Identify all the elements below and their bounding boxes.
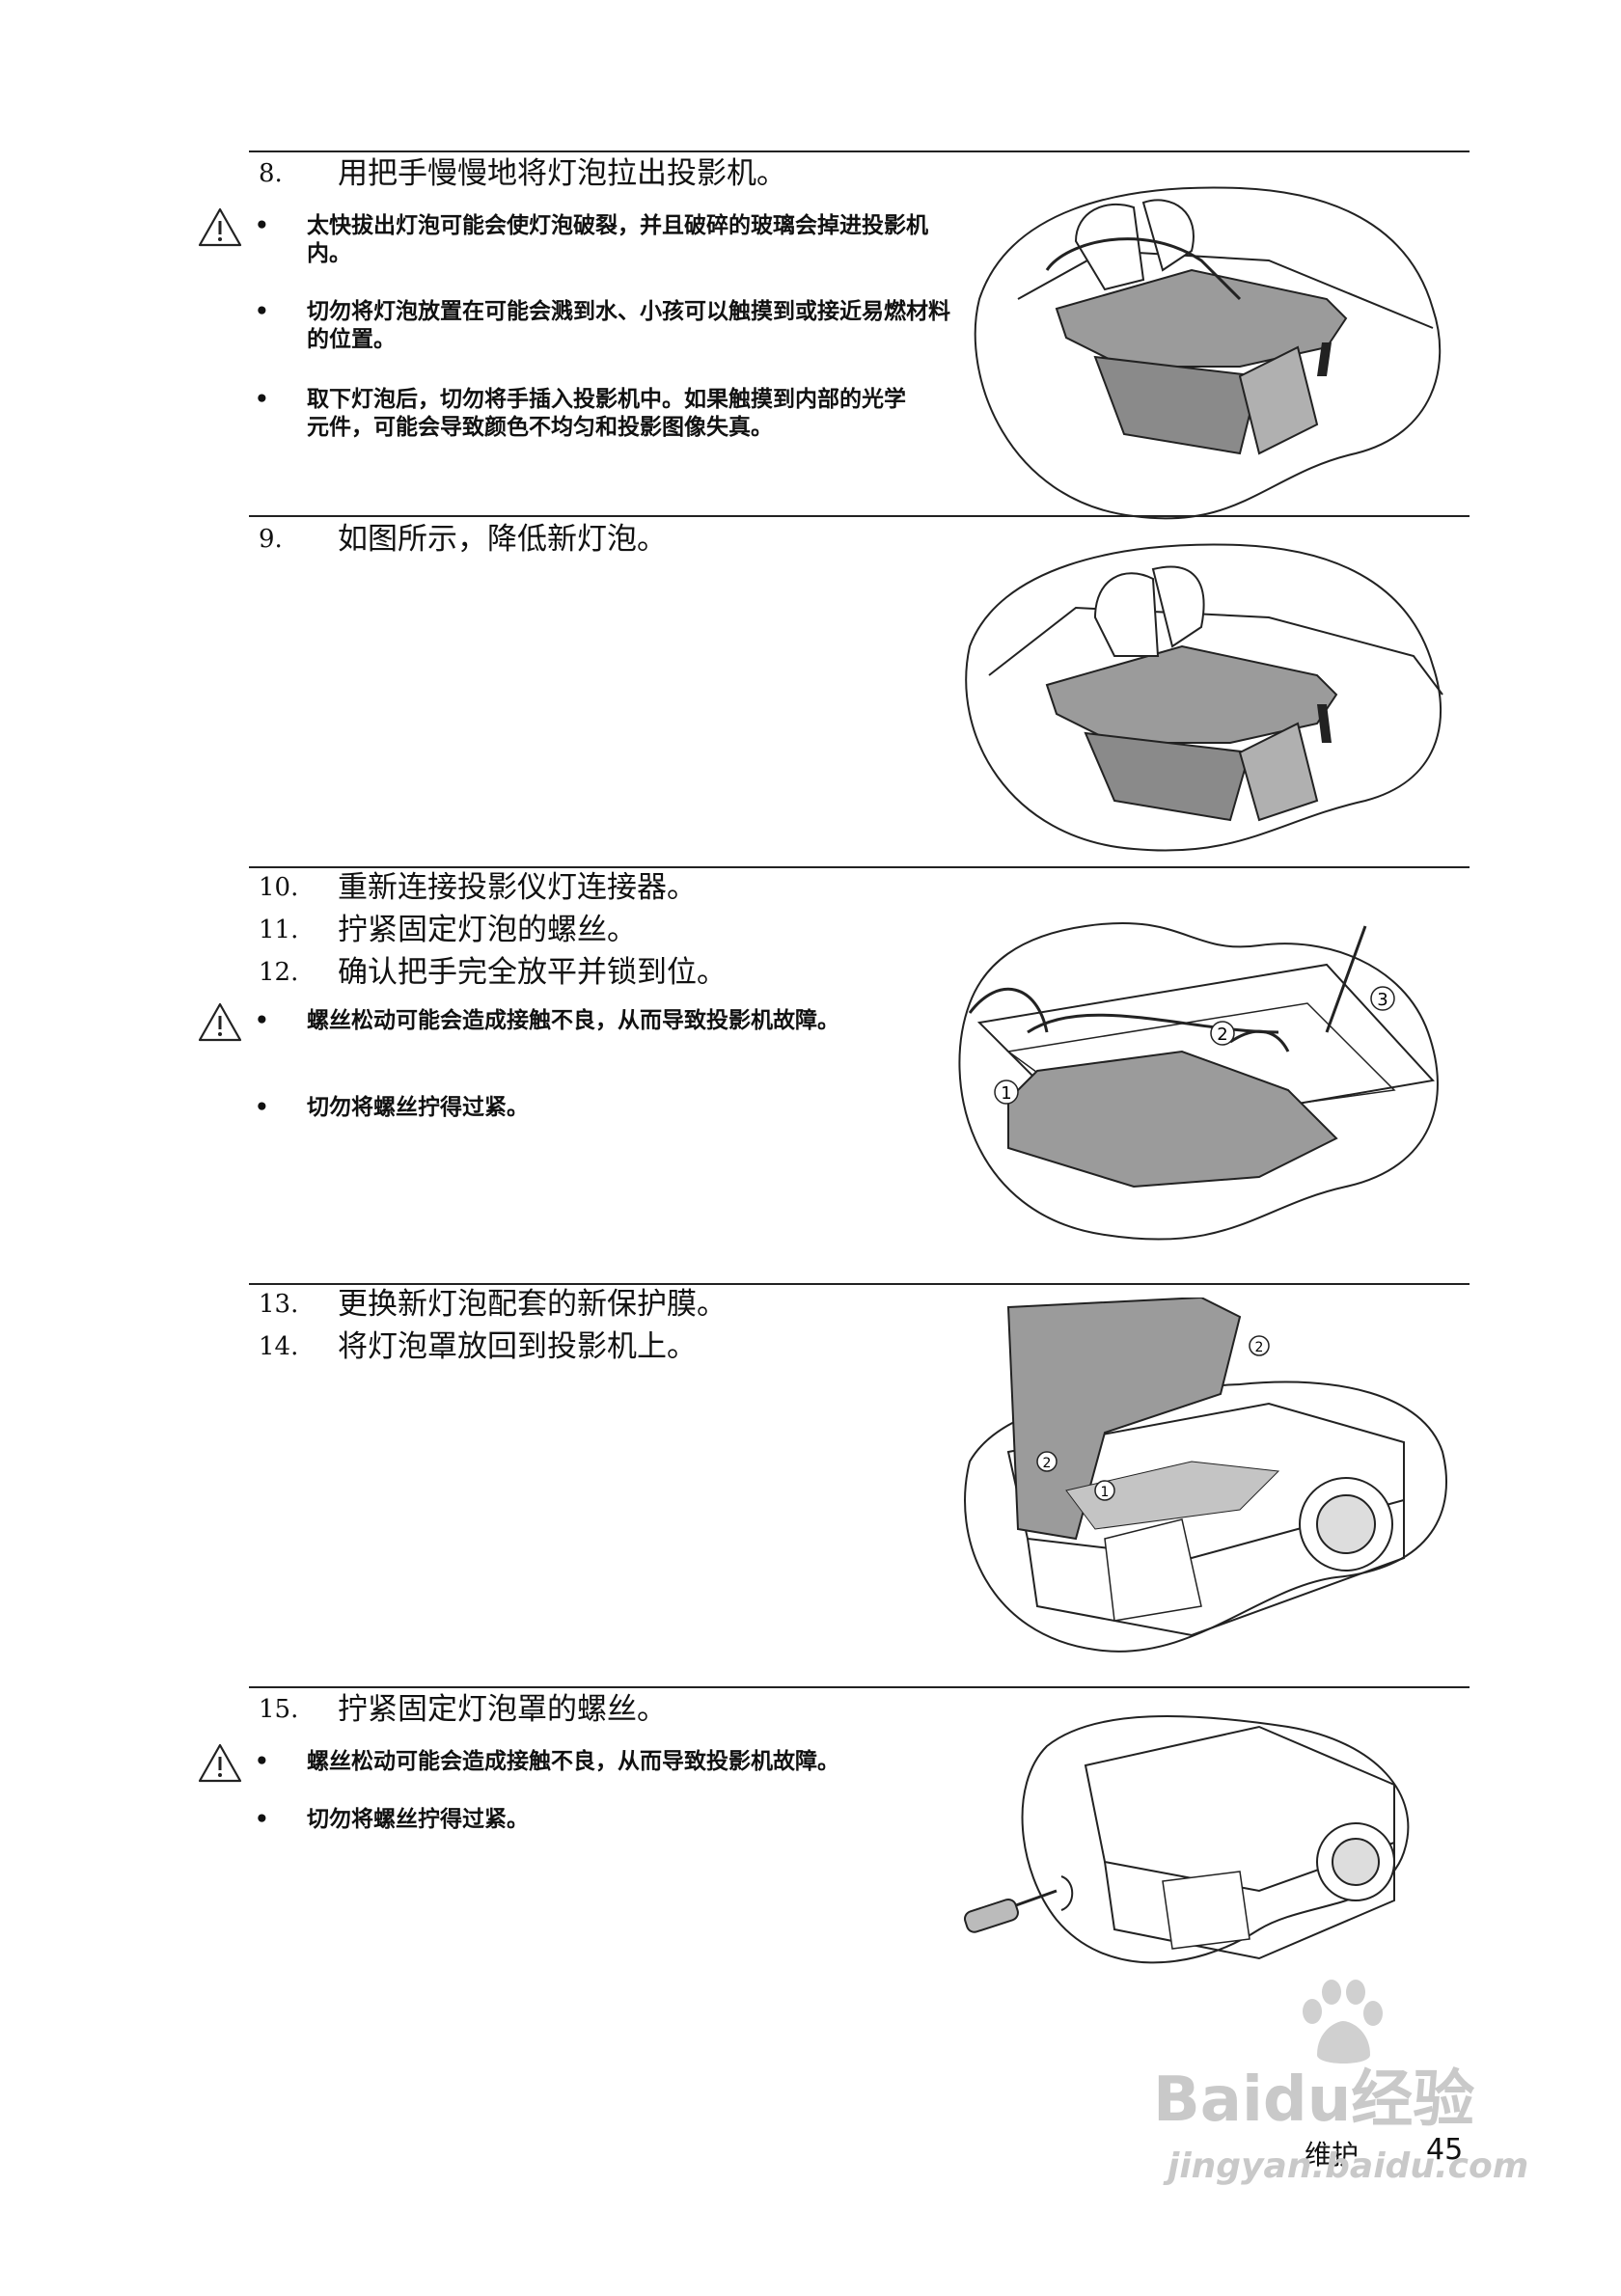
- step-number: 10.: [259, 873, 299, 902]
- step-number: 11.: [259, 916, 299, 944]
- step-text: 用把手慢慢地将灯泡拉出投影机。: [338, 156, 786, 191]
- warning-text: 切勿将螺丝拧得过紧。: [307, 1095, 529, 1120]
- callout-label: 2: [1217, 1025, 1227, 1045]
- warning-triangle-icon: [198, 207, 242, 247]
- section-divider: [249, 150, 1470, 152]
- warning-text: 螺丝松动可能会造成接触不良，从而导致投影机故障。: [307, 1008, 839, 1033]
- watermark-url: jingyan.baidu.com: [1168, 2146, 1529, 2186]
- footer-section-label: 维护: [1305, 2139, 1360, 2171]
- step-number: 12.: [259, 958, 299, 987]
- lamp-cover-screw-illustration: [964, 1715, 1410, 1964]
- page-number: 45: [1426, 2133, 1464, 2167]
- warning-triangle-icon: [198, 1002, 242, 1042]
- warning-text: 切勿将螺丝拧得过紧。: [307, 1807, 529, 1832]
- section-divider: [249, 866, 1470, 868]
- callout-label: 2: [1255, 1340, 1264, 1355]
- step-text: 更换新灯泡配套的新保护膜。: [338, 1287, 727, 1322]
- lamp-cover-illustration: 2 1 2: [964, 1298, 1447, 1653]
- step-text: 拧紧固定灯泡的螺丝。: [338, 913, 637, 947]
- warning-triangle-icon: [198, 1743, 242, 1783]
- step-text: 将灯泡罩放回到投影机上。: [338, 1329, 697, 1364]
- step-number: 15.: [259, 1695, 299, 1724]
- watermark-brand: Baidu经验: [1153, 2064, 1475, 2136]
- callout-label: 1: [1001, 1083, 1011, 1104]
- warning-text: 切勿将灯泡放置在可能会溅到水、小孩可以触摸到或接近易燃材料的位置。: [307, 299, 950, 352]
- warning-text: 太快拔出灯泡可能会使灯泡破裂，并且破碎的玻璃会掉进投影机内。: [307, 213, 928, 266]
- step-text: 确认把手完全放平并锁到位。: [338, 955, 727, 990]
- section-divider: [249, 515, 1470, 517]
- warning-text: 螺丝松动可能会造成接触不良，从而导致投影机故障。: [307, 1749, 839, 1774]
- lamp-connector-illustration: 1 2 3: [958, 921, 1439, 1241]
- lamp-insert-illustration: [965, 543, 1443, 852]
- step-text: 如图所示，降低新灯泡。: [338, 522, 667, 557]
- step-number: 13.: [259, 1290, 299, 1319]
- callout-label: 3: [1377, 990, 1387, 1010]
- step-number: 14.: [259, 1332, 299, 1361]
- step-text: 重新连接投影仪灯连接器。: [338, 870, 697, 905]
- lamp-removal-illustration: [974, 186, 1442, 520]
- callout-label: 1: [1101, 1485, 1110, 1500]
- step-number: 8.: [259, 159, 283, 188]
- section-divider: [249, 1283, 1470, 1285]
- warning-text: 取下灯泡后，切勿将手插入投影机中。如果触摸到内部的光学元件，可能会导致颜色不均匀…: [307, 387, 906, 440]
- step-text: 拧紧固定灯泡罩的螺丝。: [338, 1692, 667, 1727]
- callout-label: 2: [1043, 1456, 1052, 1471]
- paw-logo-icon: [1303, 1980, 1383, 2064]
- step-number: 9.: [259, 525, 283, 554]
- section-divider: [249, 1686, 1470, 1688]
